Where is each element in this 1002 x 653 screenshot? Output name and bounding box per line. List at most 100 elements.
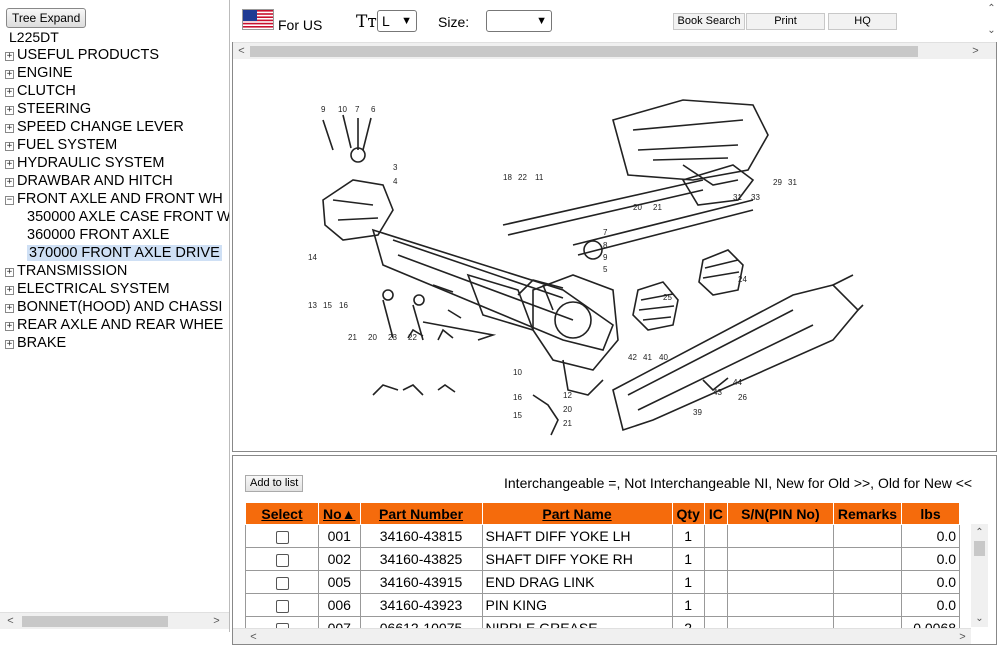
tree-item[interactable]: +STEERING bbox=[5, 100, 229, 118]
interchangeability-legend: Interchangeable =, Not Interchangeable N… bbox=[504, 475, 973, 491]
cell-part-name: SHAFT DIFF YOKE RH bbox=[481, 547, 673, 571]
parts-vertical-scrollbar[interactable]: ⌃ ⌄ bbox=[971, 524, 988, 627]
expand-icon[interactable]: + bbox=[5, 285, 14, 295]
tree-item-label[interactable]: FUEL SYSTEM bbox=[17, 137, 118, 153]
scroll-right-icon[interactable]: > bbox=[213, 615, 220, 627]
tree-item-label[interactable]: 350000 AXLE CASE FRONT W bbox=[27, 209, 230, 225]
scroll-thumb[interactable] bbox=[250, 46, 918, 57]
tree-item[interactable]: −FRONT AXLE AND FRONT WH bbox=[5, 190, 229, 208]
tree-item[interactable]: +SPEED CHANGE LEVER bbox=[5, 118, 229, 136]
scroll-down-icon[interactable]: ⌄ bbox=[975, 613, 984, 624]
tree-item[interactable]: +TRANSMISSION bbox=[5, 262, 229, 280]
select-checkbox[interactable] bbox=[275, 599, 289, 613]
scroll-down-icon[interactable]: ⌄ bbox=[987, 25, 996, 36]
tree-item[interactable]: +DRAWBAR AND HITCH bbox=[5, 172, 229, 190]
column-header[interactable]: Part Name bbox=[481, 502, 673, 525]
tree-item[interactable]: 360000 FRONT AXLE bbox=[5, 226, 229, 244]
us-flag-icon[interactable] bbox=[242, 9, 274, 30]
scroll-up-icon[interactable]: ⌃ bbox=[975, 527, 984, 538]
cell-sn bbox=[726, 524, 834, 548]
tree-item-label[interactable]: REAR AXLE AND REAR WHEE bbox=[17, 317, 224, 333]
svg-text:44: 44 bbox=[733, 378, 742, 387]
scroll-thumb[interactable] bbox=[974, 541, 985, 556]
size-select[interactable]: ▼ bbox=[486, 10, 552, 32]
tree-item-label[interactable]: USEFUL PRODUCTS bbox=[17, 47, 160, 63]
select-checkbox[interactable] bbox=[275, 530, 289, 544]
select-checkbox[interactable] bbox=[275, 576, 289, 590]
expand-icon[interactable]: + bbox=[5, 123, 14, 133]
column-header[interactable]: Part Number bbox=[359, 502, 483, 525]
expand-icon[interactable]: + bbox=[5, 51, 14, 61]
cell-lbs: 0.0 bbox=[901, 524, 961, 548]
tree-item-label[interactable]: HYDRAULIC SYSTEM bbox=[17, 155, 165, 171]
svg-text:3: 3 bbox=[393, 163, 398, 172]
tree-item-label[interactable]: ELECTRICAL SYSTEM bbox=[17, 281, 170, 297]
tree-item-label[interactable]: SPEED CHANGE LEVER bbox=[17, 119, 184, 135]
tree-item[interactable]: 350000 AXLE CASE FRONT W bbox=[5, 208, 230, 226]
hq-button[interactable]: HQ bbox=[828, 13, 897, 30]
expand-icon[interactable]: + bbox=[5, 141, 14, 151]
tree-item[interactable]: +REAR AXLE AND REAR WHEE bbox=[5, 316, 229, 334]
parts-horizontal-scrollbar[interactable]: < > bbox=[233, 628, 971, 644]
tree-item[interactable]: +ELECTRICAL SYSTEM bbox=[5, 280, 229, 298]
cell-part-number: 34160-43825 bbox=[359, 547, 483, 571]
expand-icon[interactable]: + bbox=[5, 267, 14, 277]
tree-item-label[interactable]: STEERING bbox=[17, 101, 92, 117]
tree-item[interactable]: +HYDRAULIC SYSTEM bbox=[5, 154, 229, 172]
expand-icon[interactable]: + bbox=[5, 339, 14, 349]
tree-item-label[interactable]: CLUTCH bbox=[17, 83, 76, 99]
scroll-left-icon[interactable]: < bbox=[7, 615, 14, 627]
scroll-right-icon[interactable]: > bbox=[972, 45, 979, 57]
add-to-list-button[interactable]: Add to list bbox=[245, 475, 304, 492]
tree-item[interactable]: +ENGINE bbox=[5, 64, 229, 82]
tree-item[interactable]: +CLUTCH bbox=[5, 82, 229, 100]
scroll-left-icon[interactable]: < bbox=[250, 631, 257, 643]
collapse-icon[interactable]: − bbox=[5, 195, 14, 205]
expand-icon[interactable]: + bbox=[5, 87, 14, 97]
tree-item[interactable]: +BONNET(HOOD) AND CHASSI bbox=[5, 298, 229, 316]
tree-item[interactable]: 370000 FRONT AXLE DRIVE bbox=[5, 244, 229, 262]
tree-item-label[interactable]: DRAWBAR AND HITCH bbox=[17, 173, 173, 189]
bottom-strip bbox=[0, 645, 1002, 653]
tree-item[interactable]: +USEFUL PRODUCTS bbox=[5, 46, 229, 64]
page-vertical-scrollbar[interactable]: ⌃ ⌄ bbox=[983, 0, 1000, 42]
column-header[interactable]: No▲ bbox=[318, 502, 361, 525]
tree-expand-button[interactable]: Tree Expand bbox=[6, 8, 87, 28]
tree-item[interactable]: +FUEL SYSTEM bbox=[5, 136, 229, 154]
book-search-button[interactable]: Book Search bbox=[673, 13, 745, 30]
tree-item[interactable]: +BRAKE bbox=[5, 334, 229, 352]
expand-icon[interactable]: + bbox=[5, 69, 14, 79]
tree-item-label[interactable]: BONNET(HOOD) AND CHASSI bbox=[17, 299, 223, 315]
select-checkbox[interactable] bbox=[275, 553, 289, 567]
svg-text:40: 40 bbox=[659, 353, 668, 362]
tree-item-label[interactable]: ENGINE bbox=[17, 65, 73, 81]
tree-item-label[interactable]: FRONT AXLE AND FRONT WH bbox=[17, 191, 223, 207]
cell-remarks bbox=[832, 593, 903, 617]
cell-no: 002 bbox=[318, 547, 361, 571]
expand-icon[interactable]: + bbox=[5, 321, 14, 331]
tree-horizontal-scrollbar[interactable]: < > bbox=[0, 612, 229, 629]
column-header[interactable]: Select bbox=[245, 502, 319, 525]
tree-item-label[interactable]: BRAKE bbox=[17, 335, 67, 351]
expand-icon[interactable]: + bbox=[5, 177, 14, 187]
diagram-horizontal-scrollbar[interactable]: < > bbox=[233, 42, 996, 59]
text-size-select[interactable]: L▼ bbox=[377, 10, 417, 32]
tree-item-label[interactable]: TRANSMISSION bbox=[17, 263, 128, 279]
scroll-left-icon[interactable]: < bbox=[238, 45, 245, 57]
scroll-thumb[interactable] bbox=[22, 616, 168, 627]
tree-root-model[interactable]: L225DT bbox=[9, 29, 59, 45]
tree-item-label[interactable]: 370000 FRONT AXLE DRIVE bbox=[27, 245, 222, 261]
tree-item-label[interactable]: 360000 FRONT AXLE bbox=[27, 227, 170, 243]
scroll-right-icon[interactable]: > bbox=[959, 631, 966, 643]
scroll-up-icon[interactable]: ⌃ bbox=[987, 3, 996, 14]
expand-icon[interactable]: + bbox=[5, 303, 14, 313]
svg-text:14: 14 bbox=[308, 253, 317, 262]
expand-icon[interactable]: + bbox=[5, 159, 14, 169]
expand-icon[interactable]: + bbox=[5, 105, 14, 115]
print-button[interactable]: Print bbox=[746, 13, 825, 30]
